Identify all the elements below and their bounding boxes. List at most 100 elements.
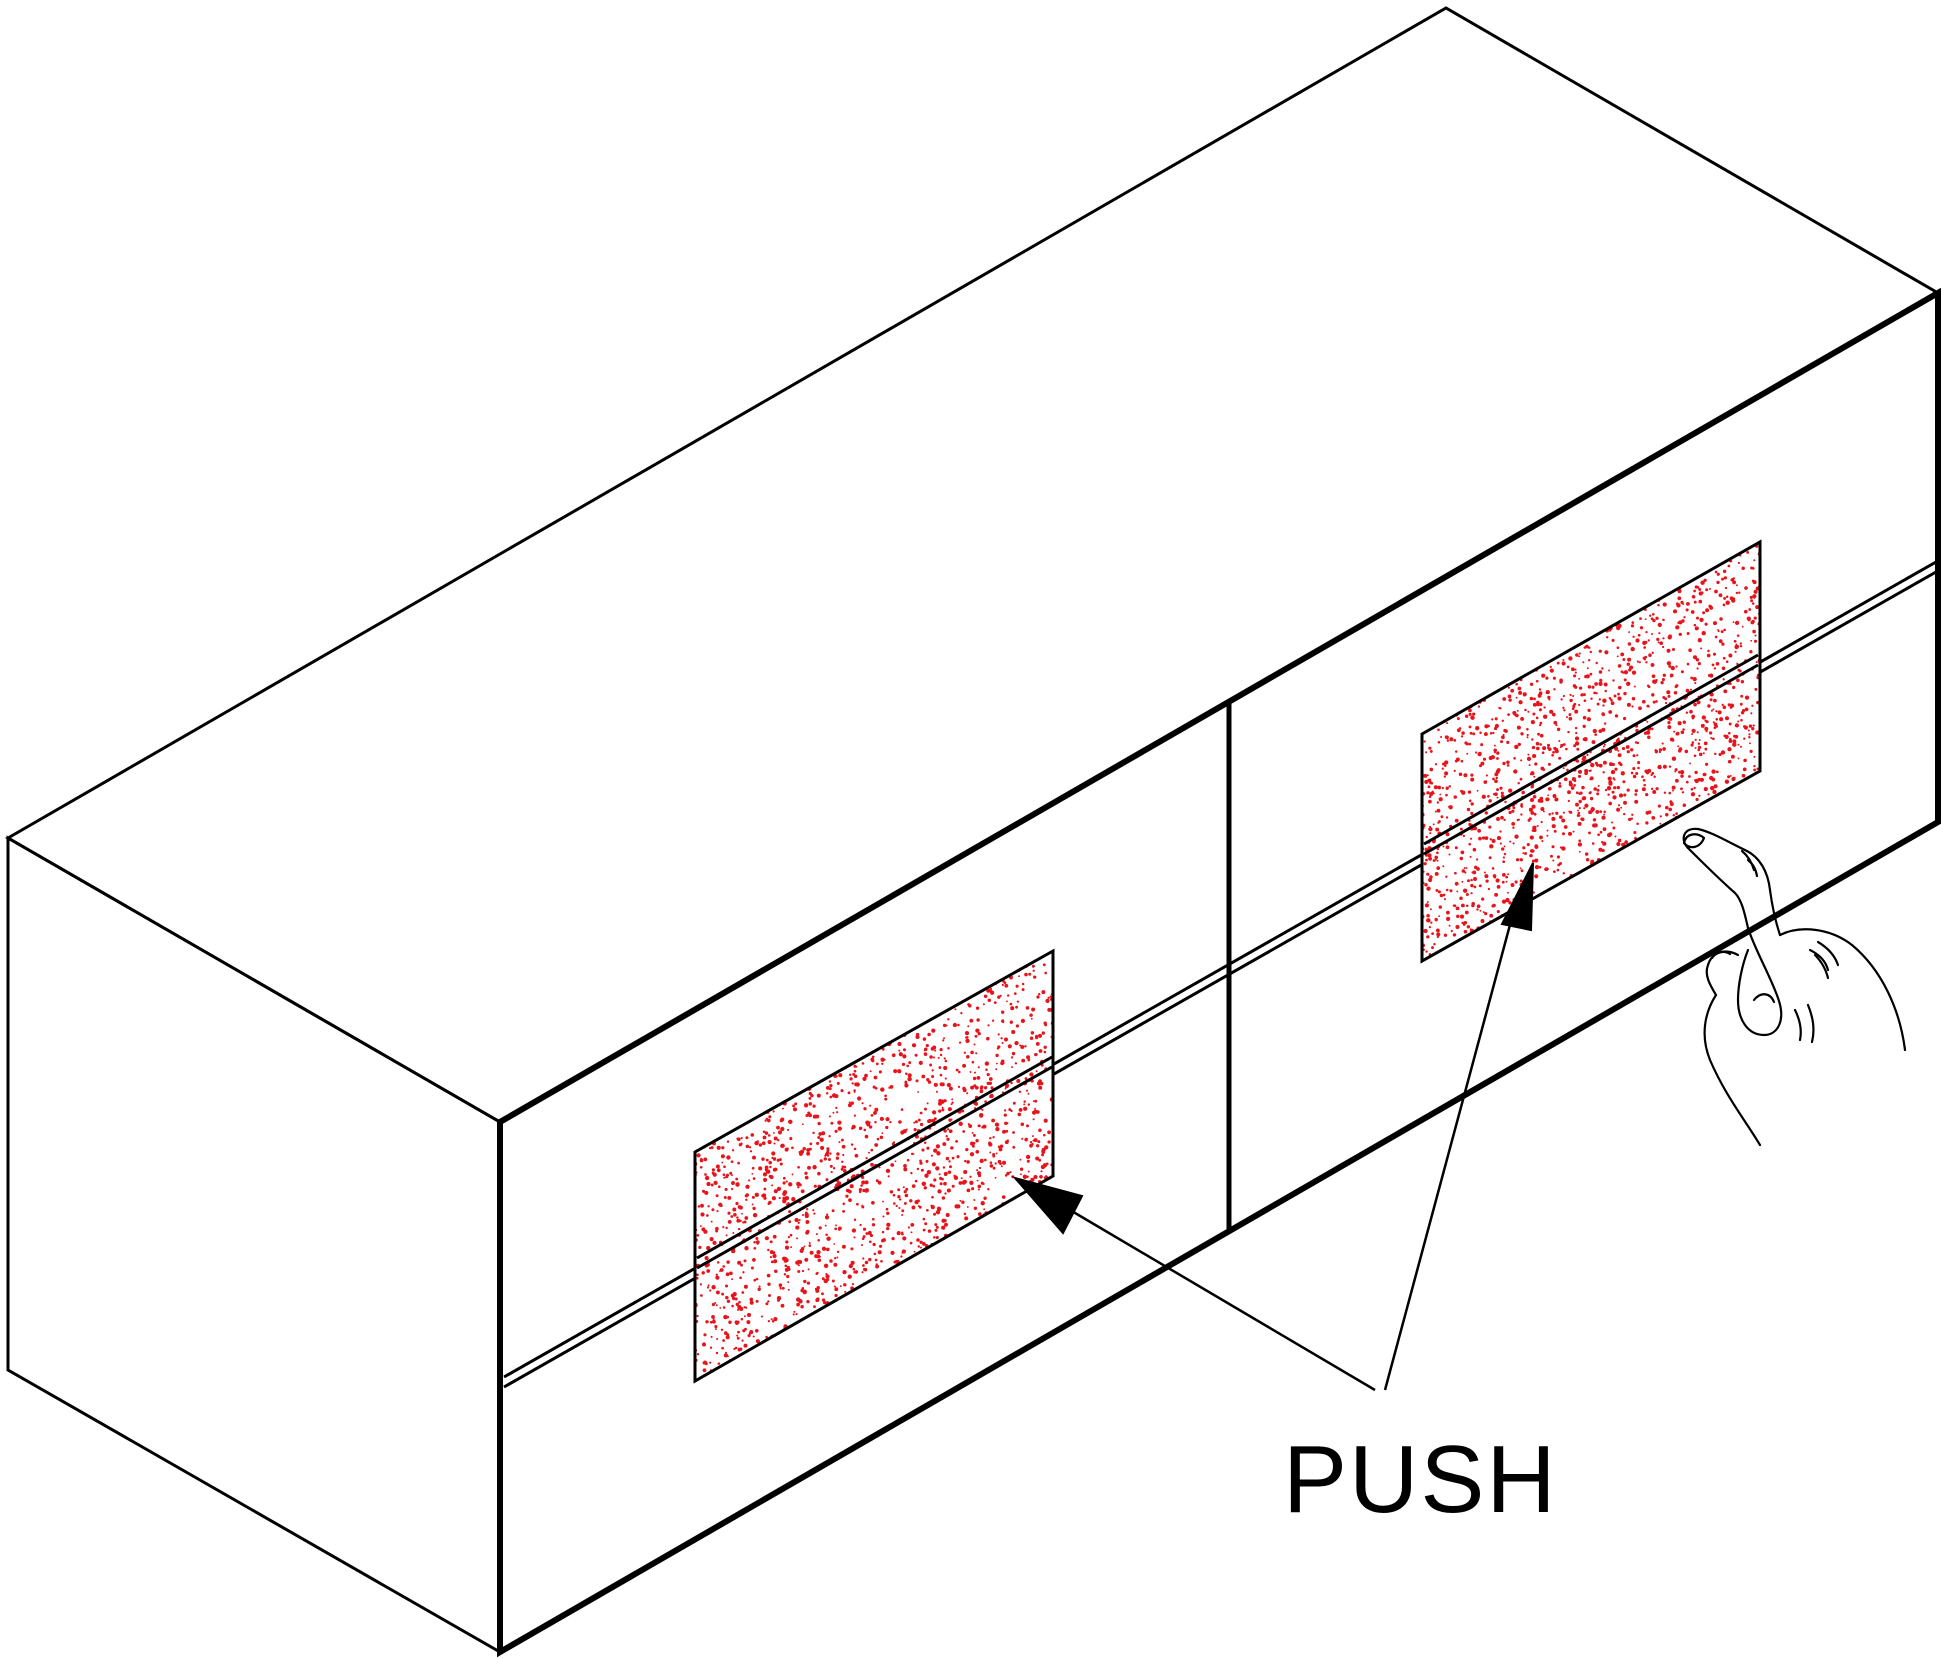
texture-dot (1461, 701, 1465, 704)
texture-dot (1582, 724, 1586, 728)
texture-dot (1480, 579, 1484, 583)
texture-dot (784, 1065, 788, 1068)
texture-dot (1443, 775, 1446, 778)
texture-dot (941, 1355, 946, 1360)
texture-dot (1547, 930, 1552, 935)
texture-dot (1698, 752, 1703, 757)
texture-dot (834, 1293, 838, 1298)
texture-dot (1602, 745, 1605, 748)
texture-dot (1578, 655, 1581, 658)
texture-dot (1708, 604, 1712, 608)
texture-dot (1642, 778, 1646, 782)
texture-dot (1686, 632, 1690, 635)
texture-dot (1502, 664, 1505, 667)
texture-dot (1584, 768, 1589, 773)
texture-dot (1724, 822, 1727, 825)
texture-dot (1472, 692, 1477, 696)
texture-dot (824, 1053, 827, 1057)
texture-dot (795, 1225, 800, 1230)
texture-dot (908, 1335, 912, 1340)
texture-dot (1739, 745, 1743, 748)
texture-dot (1435, 928, 1440, 933)
texture-dot (1703, 934, 1706, 937)
texture-dot (826, 1372, 831, 1377)
texture-dot (1040, 1307, 1046, 1312)
texture-dot (964, 965, 969, 970)
texture-dot (904, 1081, 908, 1085)
texture-dot (1528, 807, 1533, 812)
texture-dot (1446, 593, 1450, 596)
texture-dot (1549, 668, 1554, 673)
texture-dot (1434, 871, 1439, 876)
texture-dot (1033, 1138, 1038, 1143)
texture-dot (744, 1090, 749, 1095)
texture-dot (695, 1068, 699, 1072)
texture-dot (955, 1310, 959, 1314)
texture-dot (1500, 636, 1504, 640)
texture-dot (1019, 1167, 1024, 1171)
texture-dot (1507, 891, 1509, 894)
texture-dot (1423, 689, 1426, 693)
texture-dot (1675, 665, 1678, 668)
texture-dot (1707, 876, 1710, 879)
texture-dot (848, 1264, 853, 1269)
texture-dot (1553, 545, 1557, 548)
texture-dot (1525, 958, 1528, 961)
texture-dot (830, 1320, 833, 1323)
texture-dot (761, 1009, 765, 1013)
texture-dot (900, 1108, 904, 1111)
texture-dot (1608, 669, 1611, 672)
texture-dot (1601, 954, 1605, 959)
texture-dot (1579, 927, 1582, 930)
texture-dot (888, 1311, 892, 1316)
texture-dot (806, 1151, 811, 1156)
texture-dot (992, 1136, 995, 1139)
texture-dot (1010, 1315, 1014, 1319)
texture-dot (985, 1231, 990, 1236)
texture-dot (1004, 1140, 1009, 1145)
texture-dot (750, 1266, 754, 1270)
texture-dot (1721, 555, 1726, 560)
texture-dot (945, 1306, 950, 1311)
texture-dot (1650, 662, 1655, 667)
texture-dot (854, 1050, 858, 1055)
texture-dot (1612, 679, 1615, 682)
texture-dot (817, 1136, 821, 1139)
texture-dot (765, 1158, 769, 1162)
texture-dot (1743, 758, 1747, 763)
texture-dot (947, 1267, 951, 1271)
texture-dot (1596, 617, 1600, 621)
texture-dot (1532, 949, 1535, 952)
texture-dot (939, 1053, 943, 1057)
texture-dot (1424, 628, 1427, 631)
push-panel-right[interactable] (1420, 539, 1762, 964)
texture-dot (917, 1263, 921, 1267)
texture-dot (964, 972, 968, 976)
texture-dot (1480, 652, 1483, 656)
texture-dot (719, 1204, 723, 1208)
texture-dot (1728, 722, 1732, 726)
texture-dot (941, 1106, 944, 1109)
texture-dot (902, 1023, 907, 1027)
texture-dot (1578, 619, 1583, 624)
texture-dot (778, 1021, 783, 1026)
texture-dot (1753, 589, 1758, 594)
push-panel-left[interactable] (693, 948, 1055, 1384)
texture-dot (1448, 785, 1451, 788)
texture-dot (772, 1234, 777, 1239)
texture-dot (1627, 911, 1632, 915)
texture-dot (1727, 703, 1731, 707)
texture-dot (829, 1043, 833, 1048)
texture-dot (929, 1003, 933, 1008)
texture-dot (717, 1362, 721, 1365)
texture-dot (1679, 883, 1682, 886)
texture-dot (919, 1020, 921, 1023)
texture-dot (1480, 919, 1485, 923)
texture-dot (727, 1368, 731, 1372)
texture-dot (1422, 711, 1425, 715)
texture-dot (942, 1023, 947, 1028)
texture-dot (1720, 872, 1723, 874)
texture-dot (1636, 956, 1642, 961)
texture-dot (1603, 682, 1608, 687)
texture-dot (850, 1247, 854, 1251)
